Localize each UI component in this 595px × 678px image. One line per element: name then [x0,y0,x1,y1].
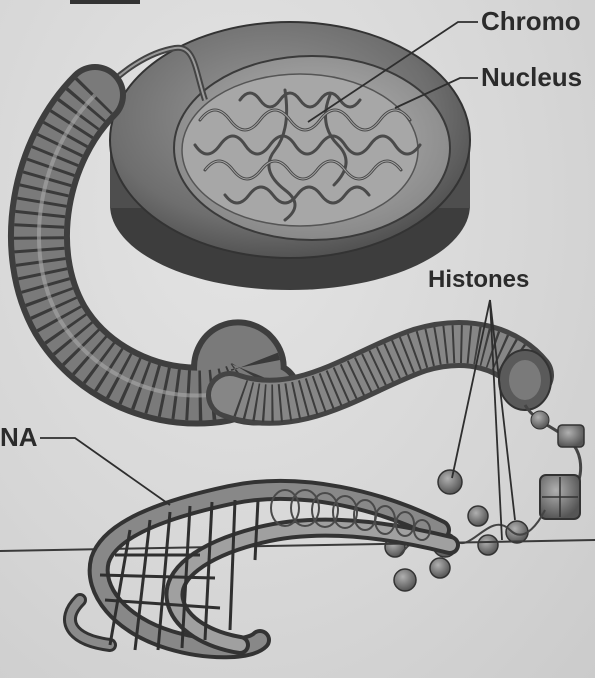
nucleus [174,56,450,240]
histones-label: Histones [428,268,529,292]
chromosome-label: Chromo [481,8,581,34]
nucleosome-strand [525,405,584,519]
surface-line [0,540,595,551]
nucleus-label: Nucleus [481,64,582,90]
top-border [70,0,140,4]
dna-label: NA [0,424,38,450]
